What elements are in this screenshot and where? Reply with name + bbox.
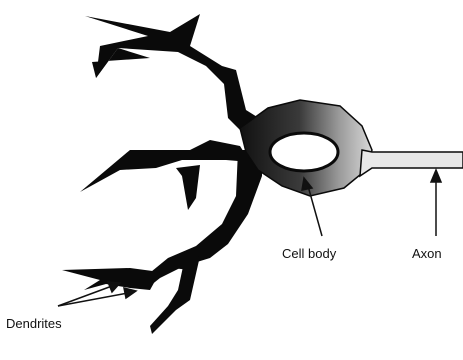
dendrite-middle-twig	[176, 165, 200, 210]
dendrites-arrowhead-1	[108, 282, 120, 292]
dendrites-arrowhead-2	[124, 288, 136, 298]
dendrites-shape	[62, 14, 262, 334]
nucleus	[270, 133, 338, 171]
dendrites-pointer-1	[58, 286, 112, 306]
axon-arrowhead	[431, 170, 441, 182]
axon-shape	[360, 150, 463, 176]
label-cell-body: Cell body	[282, 246, 337, 261]
dendrite-trunk	[146, 150, 262, 286]
axon	[360, 150, 463, 176]
dendrite-middle-branch	[80, 140, 250, 192]
label-dendrites: Dendrites	[6, 316, 62, 331]
dendrites-pointer-2	[58, 293, 128, 306]
dendrite-top-branch	[85, 14, 262, 140]
label-axon: Axon	[412, 246, 442, 261]
